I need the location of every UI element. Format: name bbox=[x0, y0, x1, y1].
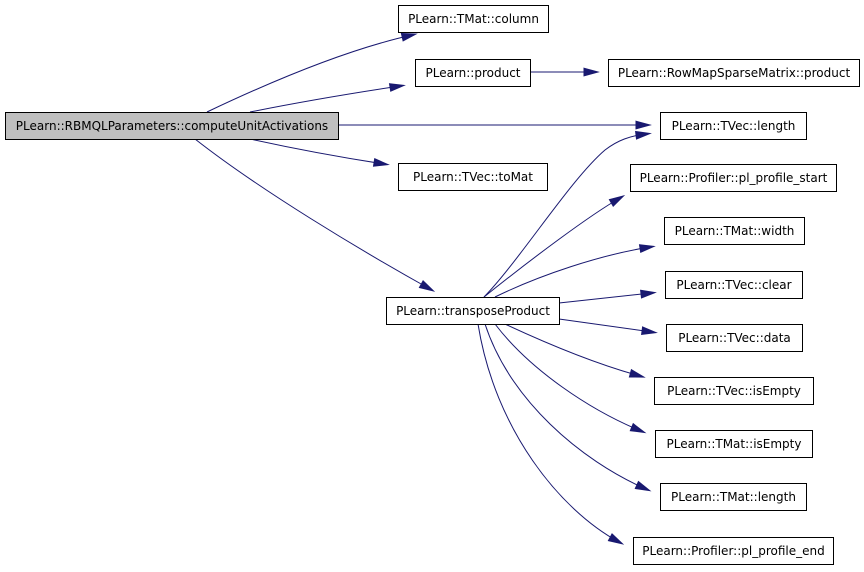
edge-transpose-to-tvec_isempty bbox=[504, 323, 646, 378]
edge-transpose-to-tvec_length bbox=[483, 130, 652, 298]
edge-line bbox=[484, 323, 647, 490]
node-box bbox=[5, 112, 339, 140]
edge-line bbox=[494, 323, 642, 432]
edge-product-to-rowmap bbox=[530, 67, 600, 77]
node-tvec-length[interactable]: PLearn::TVec::length bbox=[660, 112, 807, 140]
node-box bbox=[415, 59, 531, 87]
node-width[interactable]: PLearn::TMat::width bbox=[664, 217, 805, 245]
arrowhead-icon bbox=[635, 130, 652, 140]
arrowhead-icon bbox=[418, 279, 436, 292]
node-box bbox=[666, 324, 803, 352]
node-data[interactable]: PLearn::TVec::data bbox=[666, 324, 803, 352]
edge-line bbox=[477, 323, 620, 543]
edge-line bbox=[194, 138, 431, 290]
node-column[interactable]: PLearn::TMat::column bbox=[398, 5, 549, 33]
arrowhead-icon bbox=[641, 326, 658, 335]
node-label: PLearn::TMat::isEmpty bbox=[667, 437, 802, 451]
edge-transpose-to-width bbox=[494, 244, 656, 298]
edge-line bbox=[249, 138, 385, 165]
edge-line bbox=[483, 197, 621, 298]
arrowhead-icon bbox=[638, 244, 656, 254]
arrowhead-icon bbox=[608, 195, 626, 208]
node-tmat-isempty[interactable]: PLearn::TMat::isEmpty bbox=[655, 430, 813, 458]
node-profile-end[interactable]: PLearn::Profiler::pl_profile_end bbox=[633, 537, 834, 565]
node-box bbox=[655, 430, 813, 458]
node-label: PLearn::TMat::column bbox=[408, 12, 539, 26]
node-box bbox=[630, 164, 837, 192]
edge-line bbox=[206, 34, 413, 113]
node-product[interactable]: PLearn::product bbox=[415, 59, 531, 87]
arrowhead-icon bbox=[628, 368, 646, 378]
edge-line bbox=[558, 292, 652, 304]
node-transpose[interactable]: PLearn::transposeProduct bbox=[386, 297, 560, 325]
node-box bbox=[398, 5, 549, 33]
node-box bbox=[665, 271, 803, 299]
edges-layer bbox=[194, 32, 658, 545]
node-profile-start[interactable]: PLearn::Profiler::pl_profile_start bbox=[630, 164, 837, 192]
edge-transpose-to-clear bbox=[558, 289, 657, 304]
node-box bbox=[386, 297, 560, 325]
node-label: PLearn::TMat::width bbox=[675, 224, 795, 238]
node-label: PLearn::TVec::isEmpty bbox=[667, 384, 801, 398]
node-root[interactable]: PLearn::RBMQLParameters::computeUnitActi… bbox=[5, 112, 339, 140]
arrowhead-icon bbox=[583, 67, 600, 77]
edge-transpose-to-profile_start bbox=[483, 195, 626, 298]
node-label: PLearn::RowMapSparseMatrix::product bbox=[618, 66, 851, 80]
node-box bbox=[633, 537, 834, 565]
edge-transpose-to-tmat_length bbox=[484, 323, 652, 492]
node-tmat-length[interactable]: PLearn::TMat::length bbox=[660, 483, 807, 511]
node-tvec-isempty[interactable]: PLearn::TVec::isEmpty bbox=[654, 377, 814, 405]
edge-root-to-column bbox=[206, 32, 418, 113]
node-label: PLearn::TVec::data bbox=[678, 331, 791, 345]
node-label: PLearn::RBMQLParameters::computeUnitActi… bbox=[16, 119, 328, 133]
node-label: PLearn::TVec::clear bbox=[676, 278, 791, 292]
edge-line bbox=[558, 318, 653, 333]
edge-root-to-transpose bbox=[194, 138, 436, 292]
edge-line bbox=[483, 133, 647, 298]
edge-transpose-to-profile_end bbox=[477, 323, 625, 545]
node-box bbox=[660, 483, 807, 511]
arrowhead-icon bbox=[634, 480, 652, 492]
node-box bbox=[660, 112, 807, 140]
edge-transpose-to-data bbox=[558, 318, 658, 335]
arrowhead-icon bbox=[400, 32, 418, 42]
edge-root-to-product bbox=[249, 83, 406, 113]
arrowhead-icon bbox=[640, 289, 657, 299]
edge-root-to-tvec_length bbox=[338, 120, 652, 130]
arrowhead-icon bbox=[635, 120, 652, 130]
node-rowmap[interactable]: PLearn::RowMapSparseMatrix::product bbox=[608, 59, 860, 87]
node-label: PLearn::Profiler::pl_profile_end bbox=[642, 544, 824, 558]
arrowhead-icon bbox=[372, 157, 390, 167]
node-box bbox=[608, 59, 860, 87]
node-label: PLearn::TVec::length bbox=[672, 119, 796, 133]
node-box bbox=[654, 377, 814, 405]
edge-line bbox=[494, 246, 651, 298]
node-label: PLearn::Profiler::pl_profile_start bbox=[640, 171, 828, 185]
node-label: PLearn::TVec::toMat bbox=[413, 170, 533, 184]
node-clear[interactable]: PLearn::TVec::clear bbox=[665, 271, 803, 299]
node-label: PLearn::transposeProduct bbox=[396, 304, 550, 318]
arrowhead-icon bbox=[629, 422, 647, 434]
node-box bbox=[664, 217, 805, 245]
node-tomat[interactable]: PLearn::TVec::toMat bbox=[398, 163, 548, 191]
arrowhead-icon bbox=[607, 533, 625, 545]
node-label: PLearn::product bbox=[425, 66, 520, 80]
node-label: PLearn::TMat::length bbox=[671, 490, 796, 504]
edge-line bbox=[249, 85, 401, 113]
edge-transpose-to-tmat_isempty bbox=[494, 323, 647, 434]
edge-root-to-tomat bbox=[249, 138, 390, 167]
arrowhead-icon bbox=[388, 83, 406, 92]
edge-line bbox=[504, 323, 641, 377]
nodes-layer: PLearn::RBMQLParameters::computeUnitActi… bbox=[5, 5, 860, 565]
node-box bbox=[398, 163, 548, 191]
